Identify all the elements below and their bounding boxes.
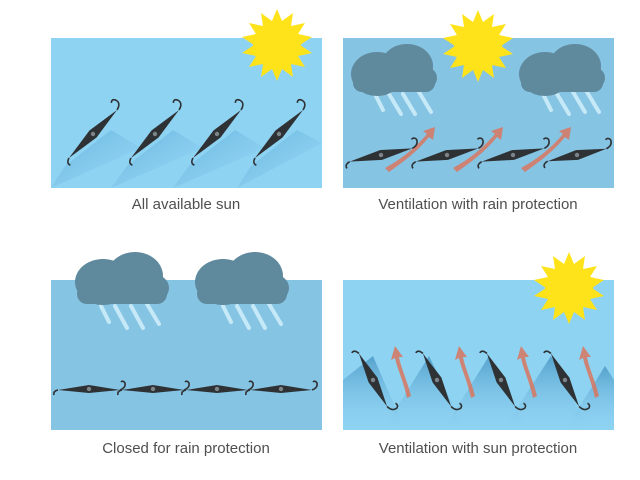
sunlight-shadows [51,130,322,188]
sunlight-shadows [343,356,614,430]
sky-background [51,280,322,430]
caption-ventilation-rain: Ventilation with rain protection [378,196,578,213]
louvre-icon [543,350,591,411]
panel-all-sun [51,9,322,188]
louvre-icon [415,350,463,411]
louvre-icon [253,98,306,166]
louvre-icon [479,350,527,411]
louvre-icon [351,350,399,411]
panel-ventilation-sun [343,252,614,430]
caption-closed-rain: Closed for rain protection [102,440,270,457]
rain-icon [99,302,283,330]
panel-ventilation-rain [343,10,614,188]
caption-all-sun: All available sun [131,196,241,213]
panel-closed-rain [51,252,322,430]
cloud-icon [351,44,437,96]
louvre-icon [411,137,484,169]
sun-icon [443,10,513,82]
panel-ventilation-rain-illustration [343,10,614,188]
louvre-icon [117,380,190,396]
panel-closed-rain-illustration [51,252,322,430]
louvre-icon [53,380,126,396]
louvre-icon [67,98,120,166]
cloud-icon [519,44,605,96]
panel-all-sun-illustration [51,9,322,188]
cloud-icon [75,252,169,305]
louvre-icon [245,380,318,396]
caption-ventilation-sun: Ventilation with sun protection [378,440,578,457]
louvre-icon [477,137,550,169]
sun-icon [242,9,312,81]
rain-icon [373,90,601,116]
cloud-icon [195,252,289,305]
louvre-icon [181,380,254,396]
louvre-icon [129,98,182,166]
panel-ventilation-sun-illustration [343,252,614,430]
airflow-arrow-icon [391,346,599,398]
louvre-icon [543,137,612,169]
airflow-arrow-icon [385,127,571,172]
sun-icon [534,252,604,324]
louvre-icon [191,98,244,166]
louvre-icon [345,137,418,169]
